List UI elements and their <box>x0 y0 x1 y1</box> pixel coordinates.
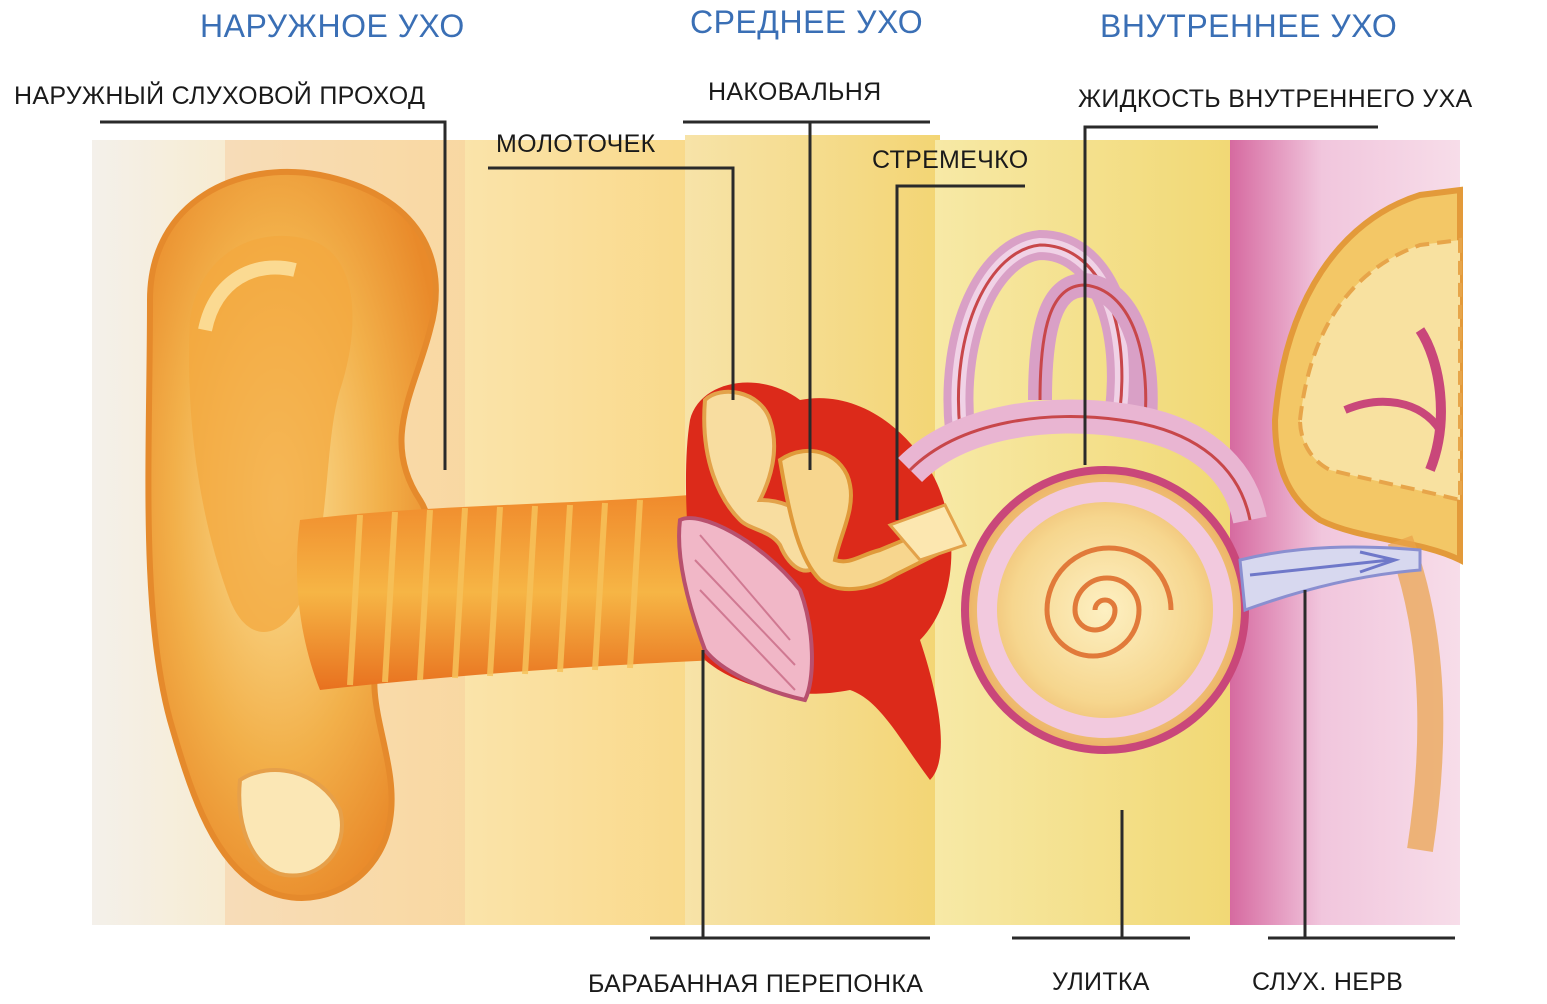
label-malleus: МОЛОТОЧЕК <box>496 130 656 159</box>
section-title-middle-ear: СРЕДНЕЕ УХО <box>690 4 923 41</box>
label-inner-fluid: ЖИДКОСТЬ ВНУТРЕННЕГО УХА <box>1078 85 1473 114</box>
section-title-inner-ear: ВНУТРЕННЕЕ УХО <box>1100 8 1397 45</box>
section-title-outer-ear: НАРУЖНОЕ УХО <box>200 8 465 45</box>
label-auditory-nerve: СЛУХ. НЕРВ <box>1252 968 1403 997</box>
label-eardrum: БАРАБАННАЯ ПЕРЕПОНКА <box>588 970 923 999</box>
label-cochlea: УЛИТКА <box>1052 968 1150 997</box>
label-incus: НАКОВАЛЬНЯ <box>708 78 881 107</box>
label-stapes: СТРЕМЕЧКО <box>872 146 1028 175</box>
label-ear-canal: НАРУЖНЫЙ СЛУХОВОЙ ПРОХОД <box>14 82 425 111</box>
